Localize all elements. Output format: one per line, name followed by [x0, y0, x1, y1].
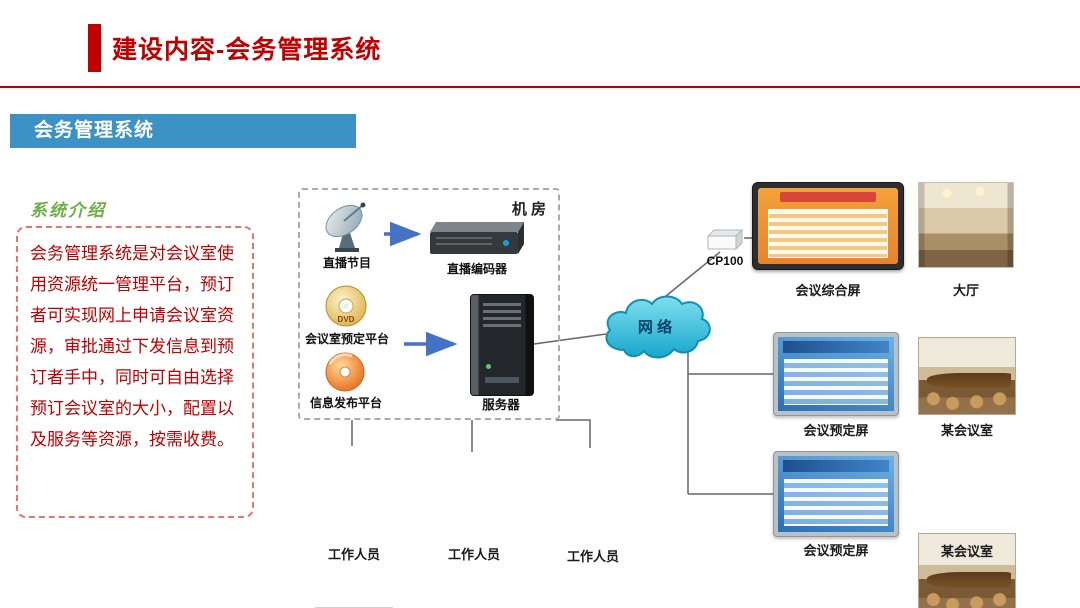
dvd-icon: DVD	[325, 285, 367, 327]
intro-heading: 系统介绍	[30, 201, 106, 220]
machine-room-label: 机 房	[511, 201, 546, 218]
section-banner: 会务管理系统	[10, 114, 356, 148]
intro-text: 会务管理系统是对会议室使用资源统一管理平台，预订者可实现网上申请会议室资源，审批…	[30, 244, 234, 449]
cp100-icon	[706, 228, 744, 251]
encoder-icon	[430, 222, 524, 254]
server-icon	[470, 294, 534, 396]
meeting-room-2-label: 某会议室	[940, 544, 993, 559]
booking-screen-2-table	[783, 478, 889, 526]
staff-3-label: 工作人员	[566, 549, 619, 564]
red-accent-bar	[88, 24, 101, 72]
lobby-photo	[918, 182, 1014, 268]
booking-platform-label: 会议室预定平台	[304, 332, 389, 346]
booking-screen-2-content	[778, 456, 894, 532]
meeting-room-1-label: 某会议室	[940, 423, 993, 438]
booking-screen-1-label: 会议预定屏	[803, 423, 869, 438]
booking-screen-1-content	[778, 337, 894, 411]
page-title: 建设内容-会务管理系统	[112, 36, 382, 64]
network-label: 网 络	[638, 318, 672, 336]
meeting-room-photo-1	[918, 337, 1016, 415]
encoder-label: 直播编码器	[446, 262, 507, 276]
network-cloud: 网 络	[605, 295, 711, 359]
satellite-icon	[325, 202, 366, 252]
composite-screen-table	[767, 208, 889, 258]
server-label: 服务器	[482, 398, 520, 412]
server-vents	[483, 303, 521, 331]
server-drive	[484, 377, 520, 383]
meeting-room-photo-2	[918, 533, 1016, 608]
booking-screen-2-titlebar	[782, 459, 890, 472]
title-underline	[0, 86, 1080, 88]
cd-icon	[325, 352, 365, 392]
composite-screen-titlebar	[780, 191, 876, 203]
intro-box: 会务管理系统是对会议室使用资源统一管理平台，预订者可实现网上申请会议室资源，审批…	[16, 226, 254, 518]
dvd-logo-text: DVD	[338, 315, 355, 324]
machine-room-box: 机 房	[298, 188, 560, 420]
staff-1-label: 工作人员	[327, 547, 380, 562]
booking-screen-1	[773, 332, 899, 416]
booking-screen-1-titlebar	[782, 340, 890, 353]
lobby-label: 大厅	[952, 283, 979, 298]
composite-screen	[752, 182, 904, 270]
server-led	[485, 364, 491, 369]
staff-2-label: 工作人员	[447, 547, 500, 562]
booking-screen-1-table	[783, 359, 889, 406]
cp100-label: CP100	[706, 254, 744, 268]
booking-screen-2	[773, 451, 899, 537]
composite-screen-content	[758, 188, 898, 264]
composite-screen-label: 会议综合屏	[795, 283, 861, 298]
satellite-label: 直播节目	[322, 256, 371, 270]
publish-platform-label: 信息发布平台	[309, 396, 382, 410]
booking-screen-2-label: 会议预定屏	[803, 543, 869, 558]
